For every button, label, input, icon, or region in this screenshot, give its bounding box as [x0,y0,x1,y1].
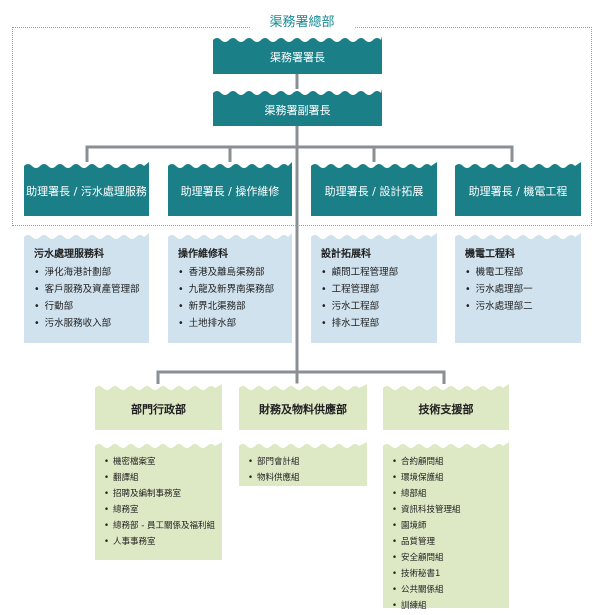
list-item: 新界北渠務部 [178,298,282,315]
list-item: 物料供應組 [248,470,359,486]
assistant-director-label: 助理署長 / 設計拓展 [324,185,424,198]
list-item: 招聘及編制事務室 [104,486,214,502]
branch-title: 機電工程科 [465,249,515,260]
list-item: 污水處理部一 [465,281,571,298]
list-item: 部門會計組 [248,454,359,470]
list-item: 翻譯組 [104,470,214,486]
list-item: 行動部 [34,298,139,315]
director-box: 渠務署署長 [213,36,382,74]
wave-decoration [239,442,367,448]
assistant-director-4: 助理署長 / 機電工程 [455,162,581,216]
list-item: 合約顧問組 [392,454,501,470]
list-item: 污水處理部二 [465,298,571,315]
wave-decoration [24,233,149,239]
wave-decoration [95,384,222,390]
branch-title: 設計拓展科 [321,249,371,260]
support-list: 合約顧問組 環境保護組 總部組 資訊科技管理組 園境師 品質管理 安全顧問組 技… [392,454,501,614]
list-item: 品質管理 [392,534,501,550]
list-item: 土地排水部 [178,315,282,332]
list-item: 污水服務收入部 [34,315,139,332]
list-item: 技術秘書1 [392,566,501,582]
assistant-director-label: 助理署長 / 操作維修 [180,185,280,198]
assistant-director-label: 助理署長 / 污水處理服務 [26,185,147,198]
support-header-1: 部門行政部 [95,384,222,430]
list-item: 客戶服務及資產管理部 [34,281,140,298]
branch-box-2: 操作維修科 香港及離島渠務部 九龍及新界南渠務部 新界北渠務部 土地排水部 [168,233,292,343]
wave-decoration [455,162,581,168]
list-item: 公共關係組 [392,582,501,598]
support-header-2: 財務及物料供應部 [239,384,367,430]
list-item: 總部組 [392,486,501,502]
wave-decoration [383,442,509,448]
list-item: 機密檔案室 [104,454,214,470]
branch-list: 機電工程部 污水處理部一 污水處理部二 [465,264,571,315]
support-body-2: 部門會計組 物料供應組 [239,442,367,486]
list-item: 排水工程部 [321,315,427,332]
support-title: 技術支援部 [418,403,474,416]
branch-box-4: 機電工程科 機電工程部 污水處理部一 污水處理部二 [455,233,581,343]
list-item: 污水工程部 [321,298,427,315]
list-item: 九龍及新界南渠務部 [178,281,282,298]
list-item: 環境保護組 [392,470,501,486]
branch-list: 淨化海港計劃部 客戶服務及資產管理部 行動部 污水服務收入部 [34,264,140,332]
list-item: 工程管理部 [321,281,427,298]
wave-decoration [311,233,437,239]
assistant-director-3: 助理署長 / 設計拓展 [311,162,437,216]
wave-decoration [213,89,382,95]
wave-decoration [168,233,292,239]
branch-list: 顧問工程管理部 工程管理部 污水工程部 排水工程部 [321,264,427,332]
support-list: 機密檔案室 翻譯組 招聘及編制事務室 總務室 總務部 - 員工關係及福利組 人事… [104,454,215,550]
list-item: 機電工程部 [465,264,571,281]
list-item: 淨化海港計劃部 [34,264,139,281]
branch-title: 污水處理服務科 [34,249,104,260]
wave-decoration [239,384,367,390]
assistant-director-2: 助理署長 / 操作維修 [168,162,292,216]
wave-decoration [213,36,382,42]
branch-box-1: 污水處理服務科 淨化海港計劃部 客戶服務及資產管理部 行動部 污水服務收入部 [24,233,149,343]
support-body-1: 機密檔案室 翻譯組 招聘及編制事務室 總務室 總務部 - 員工關係及福利組 人事… [95,442,222,560]
list-item: 安全顧問組 [392,550,501,566]
list-item: 顧問工程管理部 [321,264,427,281]
list-item: 總務室 [104,502,214,518]
list-item: 香港及離島渠務部 [178,264,282,281]
wave-decoration [455,233,581,239]
assistant-director-label: 助理署長 / 機電工程 [468,185,568,198]
branch-box-3: 設計拓展科 顧問工程管理部 工程管理部 污水工程部 排水工程部 [311,233,437,343]
wave-decoration [383,384,509,390]
wave-decoration [168,162,292,168]
wave-decoration [24,162,149,168]
list-item: 園境師 [392,518,501,534]
hq-title: 渠務署總部 [250,11,354,30]
branch-list: 香港及離島渠務部 九龍及新界南渠務部 新界北渠務部 土地排水部 [178,264,282,332]
branch-title: 操作維修科 [178,249,228,260]
wave-decoration [311,162,437,168]
director-label: 渠務署署長 [270,51,325,64]
deputy-label: 渠務署副署長 [264,103,331,117]
list-item: 總務部 - 員工關係及福利組 [104,518,215,534]
list-item: 訓練組 [392,598,501,614]
list-item: 人事事務室 [104,534,214,550]
support-list: 部門會計組 物料供應組 [248,454,359,486]
assistant-director-1: 助理署長 / 污水處理服務 [24,162,149,216]
list-item: 資訊科技管理組 [392,502,501,518]
support-title: 部門行政部 [131,403,186,416]
support-title: 財務及物料供應部 [259,403,347,416]
deputy-box: 渠務署副署長 [213,89,382,126]
wave-decoration [95,442,222,448]
support-header-3: 技術支援部 [383,384,509,430]
support-body-3: 合約顧問組 環境保護組 總部組 資訊科技管理組 園境師 品質管理 安全顧問組 技… [383,442,509,611]
